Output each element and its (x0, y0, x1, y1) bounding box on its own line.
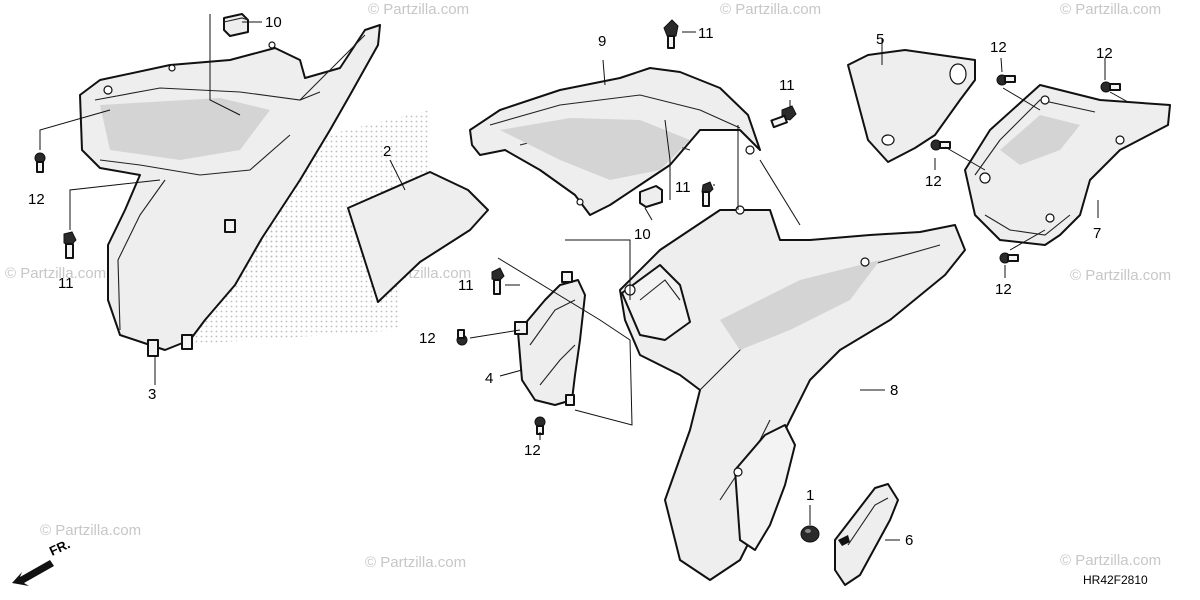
upper-cover-part-9[interactable] (469, 67, 761, 216)
callout-2: 2 (383, 143, 391, 160)
callout-11: 11 (58, 275, 74, 292)
plate-part-5[interactable] (847, 49, 976, 163)
watermark: © Partzilla.com (720, 1, 821, 18)
callout-3: 3 (148, 386, 156, 403)
callout-12: 12 (1096, 45, 1113, 62)
screw-part-12[interactable] (996, 74, 1016, 86)
watermark: © Partzilla.com (40, 522, 141, 539)
callout-8: 8 (890, 382, 898, 399)
callout-labels: 10 12 11 3 2 9 11 11 11 10 11 12 4 12 5 … (28, 14, 1113, 549)
callout-11: 11 (458, 277, 474, 294)
callout-10: 10 (265, 14, 282, 31)
callout-11: 11 (698, 25, 714, 42)
right-side-shroud-part-8[interactable] (619, 205, 966, 581)
callout-12: 12 (524, 442, 541, 459)
callout-9: 9 (598, 33, 606, 50)
bolt-part-11[interactable] (770, 105, 797, 129)
watermark: © Partzilla.com (368, 1, 469, 18)
callout-1: 1 (806, 487, 814, 504)
rubber-cushion-part-10-middle[interactable] (639, 185, 663, 208)
screw-part-12[interactable] (34, 152, 46, 173)
screw-part-12[interactable] (1100, 81, 1121, 93)
front-direction-indicator: FR. (12, 536, 72, 586)
bracket-part-4[interactable] (514, 271, 586, 406)
callout-12: 12 (925, 173, 942, 190)
leader-lines (39, 14, 1129, 541)
callout-12: 12 (995, 281, 1012, 298)
diagram-code: HR42F2810 (1083, 573, 1148, 587)
callout-12: 12 (28, 191, 45, 208)
watermark: © Partzilla.com (1070, 267, 1171, 284)
left-side-shroud-part-3[interactable] (79, 24, 381, 357)
bolt-part-11[interactable] (491, 267, 505, 295)
callout-11: 11 (779, 77, 795, 94)
bolt-part-11[interactable] (63, 231, 77, 259)
right-panel-part-7[interactable] (964, 84, 1171, 246)
watermark: © Partzilla.com (1060, 552, 1161, 569)
screw-part-12[interactable] (534, 416, 546, 435)
watermark: © Partzilla.com (1060, 1, 1161, 18)
watermark: © Partzilla.com (365, 554, 466, 571)
rubber-cushion-part-10-left[interactable] (223, 13, 249, 37)
bolt-part-11[interactable] (663, 19, 679, 49)
callout-11: 11 (675, 179, 691, 196)
callout-12: 12 (419, 330, 436, 347)
callout-5: 5 (876, 31, 884, 48)
grommet-part-1[interactable] (800, 525, 820, 543)
bolt-part-11[interactable] (701, 181, 714, 207)
screw-part-12[interactable] (456, 329, 468, 346)
front-arrow-icon (12, 560, 54, 586)
screw-part-12[interactable] (930, 139, 951, 151)
callout-4: 4 (485, 370, 493, 387)
callout-12: 12 (990, 39, 1007, 56)
triangle-panel-part-2[interactable] (347, 171, 489, 303)
callout-6: 6 (905, 532, 913, 549)
front-label: FR. (47, 536, 72, 558)
callout-7: 7 (1093, 225, 1101, 242)
callout-10: 10 (634, 226, 651, 243)
small-panel-part-6[interactable] (834, 483, 899, 586)
watermark: © Partzilla.com (5, 265, 106, 282)
screw-part-12[interactable] (999, 252, 1019, 264)
